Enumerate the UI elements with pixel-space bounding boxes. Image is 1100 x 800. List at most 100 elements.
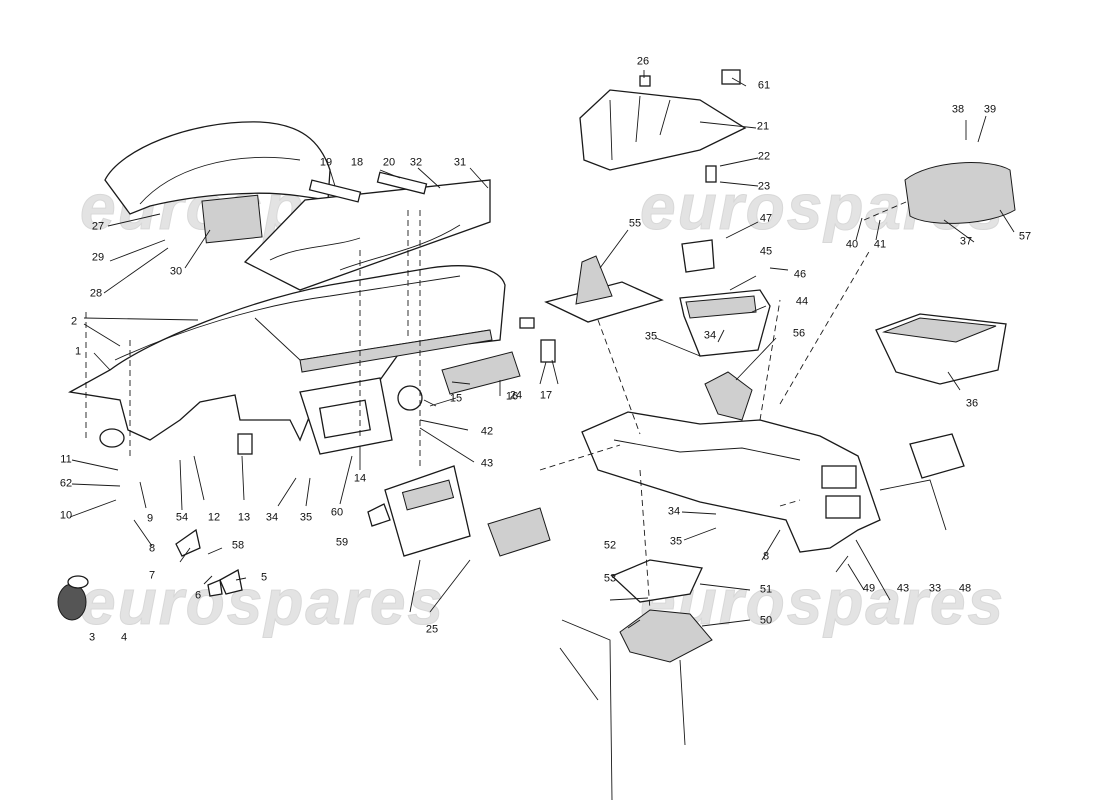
- callout-42: 42: [480, 425, 494, 438]
- switch-17: [540, 339, 556, 363]
- callout-35c: 35: [644, 330, 658, 343]
- console-rear: [579, 89, 747, 171]
- callout-43b: 43: [896, 582, 910, 595]
- callout-35b: 35: [669, 535, 683, 548]
- callout-13: 13: [237, 511, 251, 524]
- callout-61: 61: [757, 79, 771, 92]
- callout-38: 38: [951, 103, 965, 116]
- callout-45: 45: [759, 245, 773, 258]
- callout-16: 16: [505, 390, 519, 403]
- callout-43a: 43: [480, 457, 494, 470]
- callout-22: 22: [757, 150, 771, 163]
- instrument-hood: [104, 121, 331, 215]
- callout-21: 21: [756, 120, 770, 133]
- callout-46: 46: [793, 268, 807, 281]
- callout-19: 19: [319, 156, 333, 169]
- callout-4: 4: [120, 631, 128, 644]
- callout-50: 50: [759, 614, 773, 627]
- callout-41: 41: [873, 238, 887, 251]
- vent-ring: [67, 575, 89, 589]
- callout-34b: 34: [667, 505, 681, 518]
- callout-7: 7: [148, 569, 156, 582]
- callout-52: 52: [603, 539, 617, 552]
- callout-28: 28: [89, 287, 103, 300]
- bracket-59: [367, 503, 391, 527]
- callout-37: 37: [959, 235, 973, 248]
- callout-56: 56: [792, 327, 806, 340]
- vent-nozzle: [57, 583, 87, 621]
- callout-31: 31: [453, 156, 467, 169]
- callout-20: 20: [382, 156, 396, 169]
- ashtray: [909, 433, 965, 479]
- callout-30: 30: [169, 265, 183, 278]
- callout-6: 6: [194, 589, 202, 602]
- clip-24: [519, 317, 535, 329]
- callout-34a: 34: [265, 511, 279, 524]
- trim-strip-20: [376, 171, 428, 195]
- callout-53: 53: [603, 572, 617, 585]
- lock: [705, 165, 717, 183]
- callout-55: 55: [628, 217, 642, 230]
- gear-housing: [619, 609, 713, 663]
- callout-48: 48: [958, 582, 972, 595]
- callout-3: 3: [88, 631, 96, 644]
- callout-15: 15: [449, 392, 463, 405]
- callout-47: 47: [759, 212, 773, 225]
- callout-36: 36: [965, 397, 979, 410]
- callout-24: 24: [509, 389, 523, 402]
- callout-44: 44: [795, 295, 809, 308]
- callout-35a: 35: [299, 511, 313, 524]
- clock: [397, 385, 423, 411]
- gear-boot: [575, 255, 613, 305]
- callout-29: 29: [91, 251, 105, 264]
- gear-seal: [610, 559, 703, 603]
- clip-6: [207, 579, 223, 597]
- callout-59: 59: [335, 536, 349, 549]
- callout-62: 62: [59, 477, 73, 490]
- center-console: [581, 411, 881, 553]
- callout-11: 11: [60, 453, 72, 466]
- callout-51: 51: [759, 583, 773, 596]
- callout-57: 57: [1018, 230, 1032, 243]
- cover-5: [219, 568, 243, 595]
- callout-26: 26: [636, 55, 650, 68]
- callout-25: 25: [425, 623, 439, 636]
- armrest-cushion: [904, 162, 1016, 224]
- wood-panel: [441, 351, 521, 395]
- callout-39: 39: [983, 103, 997, 116]
- callout-32: 32: [409, 156, 423, 169]
- watermark-bottom-left: eurospares: [79, 566, 446, 639]
- callout-5: 5: [260, 571, 268, 584]
- callout-14: 14: [353, 472, 367, 485]
- callout-12: 12: [207, 511, 221, 524]
- console-facia: [384, 465, 471, 557]
- callout-23: 23: [757, 180, 771, 193]
- callout-58: 58: [231, 539, 245, 552]
- callout-18: 18: [350, 156, 364, 169]
- trim-strip-19: [308, 179, 362, 203]
- bracket-7: [175, 528, 201, 557]
- callout-9: 9: [146, 512, 154, 525]
- console-plate: [487, 507, 551, 557]
- dash-top-panel: [243, 179, 491, 291]
- callout-8b: 8: [762, 550, 770, 563]
- callout-34c: 34: [703, 329, 717, 342]
- switch-13: [237, 433, 253, 455]
- dashboard: [68, 265, 506, 442]
- callout-40: 40: [845, 238, 859, 251]
- callout-49: 49: [862, 582, 876, 595]
- cup-holder: [681, 239, 715, 273]
- callout-54: 54: [175, 511, 189, 524]
- vent-grille: [201, 194, 263, 244]
- callout-27: 27: [91, 220, 105, 233]
- callout-17: 17: [539, 389, 553, 402]
- callout-1: 1: [74, 345, 82, 358]
- callout-2: 2: [70, 315, 78, 328]
- gear-gaiter: [704, 371, 753, 421]
- callout-60: 60: [330, 506, 344, 519]
- clip-61: [721, 69, 741, 85]
- callout-10: 10: [59, 509, 73, 522]
- callout-8: 8: [148, 542, 156, 555]
